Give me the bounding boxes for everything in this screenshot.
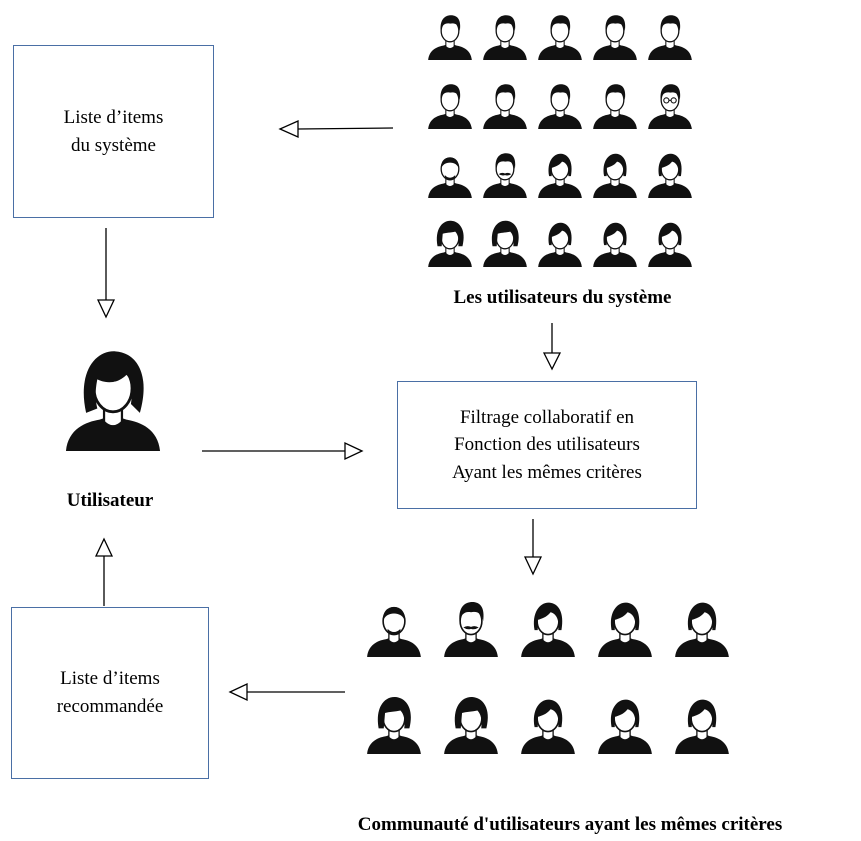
female-short-hair-person-icon (670, 690, 734, 754)
male-mustache-person-icon (439, 593, 503, 657)
arrow-recommended-to-user (94, 537, 114, 606)
user-caption: Utilisateur (66, 490, 154, 511)
arrow-users-to-items (278, 119, 394, 139)
female-short-hair-person-icon (534, 146, 586, 198)
arrow-items-to-user (96, 228, 116, 319)
male-glasses-person-icon (644, 77, 696, 129)
male-short-hair-person-icon (479, 77, 531, 129)
recommended-items-box: Liste d’items recommandée (11, 607, 209, 779)
male-short-hair-person-icon (644, 8, 696, 60)
female-short-hair-person-icon (516, 690, 580, 754)
male-mustache-person-icon (479, 146, 531, 198)
male-short-hair-person-icon (589, 8, 641, 60)
system-items-line2: du système (71, 134, 156, 156)
female-short-hair-person-icon (589, 146, 641, 198)
system-users-grid (424, 8, 704, 278)
arrow-filtering-to-community (523, 519, 543, 576)
arrow-users-to-filtering (542, 323, 562, 371)
female-bob-person-icon (439, 690, 503, 754)
male-short-hair-person-icon (424, 77, 476, 129)
male-short-hair-person-icon (424, 8, 476, 60)
female-short-hair-person-icon (589, 215, 641, 267)
community-caption: Communauté d'utilisateurs ayant les même… (357, 814, 783, 835)
female-short-hair-person-icon (593, 593, 657, 657)
female-short-hair-person-icon (516, 593, 580, 657)
female-short-hair-person-icon (644, 146, 696, 198)
recommended-items-line1: Liste d’items (60, 668, 160, 690)
female-short-hair-person-icon (670, 593, 734, 657)
system-users-caption: Les utilisateurs du système (453, 287, 672, 308)
community-grid (362, 593, 729, 773)
system-items-text: Liste d’items du système (64, 104, 164, 159)
collaborative-filtering-line2: Fonction des utilisateurs (454, 434, 640, 456)
female-short-hair-person-icon (593, 690, 657, 754)
system-items-box: Liste d’items du système (13, 45, 214, 218)
main-user-avatar-icon (57, 330, 169, 460)
recommended-items-text: Liste d’items recommandée (57, 665, 164, 720)
female-bob-person-icon (479, 215, 531, 267)
male-short-hair-person-icon (534, 77, 586, 129)
female-bob-person-icon (362, 690, 426, 754)
arrow-community-to-recommended (228, 682, 345, 702)
collaborative-filtering-line3: Ayant les mêmes critères (452, 461, 642, 483)
male-bald-person-icon (424, 146, 476, 198)
male-bald-person-icon (362, 593, 426, 657)
arrow-user-to-filtering (202, 441, 364, 461)
female-short-hair-person-icon (534, 215, 586, 267)
recommended-items-line2: recommandée (56, 696, 164, 717)
collaborative-filtering-box: Filtrage collaboratif en Fonction des ut… (397, 381, 697, 509)
female-short-hair-person-icon (644, 215, 696, 267)
male-short-hair-person-icon (589, 77, 641, 129)
system-items-line1: Liste d’items (63, 106, 164, 128)
male-short-hair-person-icon (534, 8, 586, 60)
female-bob-person-icon (424, 215, 476, 267)
male-short-hair-person-icon (479, 8, 531, 60)
collaborative-filtering-text: Filtrage collaboratif en Fonction des ut… (452, 404, 642, 487)
collaborative-filtering-line1: Filtrage collaboratif en (459, 406, 635, 428)
